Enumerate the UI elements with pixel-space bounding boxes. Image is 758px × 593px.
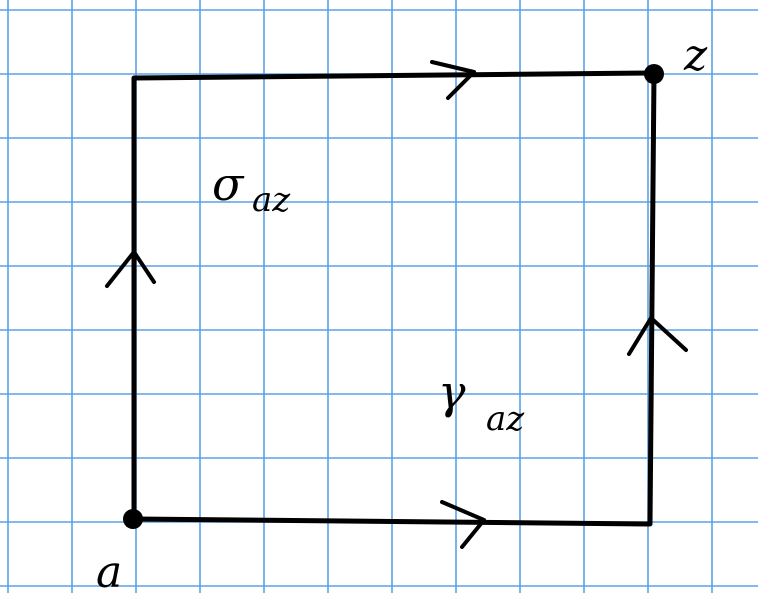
gamma-symbol: γ — [438, 365, 466, 419]
direction-arrows — [105, 60, 688, 549]
gamma-subscript: az — [486, 399, 525, 439]
arrow-up-right-side — [627, 316, 688, 356]
start-point-label: a — [96, 547, 122, 593]
end-point-label: z — [683, 30, 708, 81]
end-point-dot — [644, 64, 664, 84]
sigma-subscript: az — [252, 180, 291, 220]
arrow-right-bottom-side — [440, 500, 486, 549]
endpoints — [123, 64, 664, 529]
sigma-path — [131, 70, 657, 522]
arrow-up-left-side — [105, 250, 156, 288]
labels: a z σ az γ az — [96, 30, 708, 593]
contour-paths — [131, 70, 657, 527]
gamma-path — [131, 70, 657, 527]
arrow-right-top-side — [430, 60, 476, 100]
start-point-dot — [123, 509, 143, 529]
sigma-symbol: σ — [212, 157, 245, 211]
